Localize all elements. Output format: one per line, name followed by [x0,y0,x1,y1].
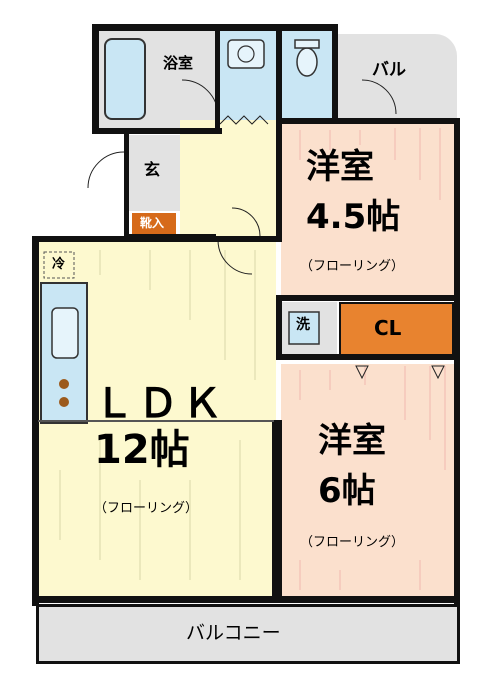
wall [124,132,129,238]
wall [32,236,280,242]
wall [32,596,460,603]
wall [272,420,282,598]
washer-box [288,311,320,345]
toilet-icon [296,47,318,77]
stove-burner-icon [59,379,69,389]
western-room-1-floor: （フローリング） [300,259,405,274]
western-room-2-floor: （フローリング） [300,535,405,550]
wall [276,295,458,301]
shoe-storage-label: 靴入 [140,216,165,230]
wall [276,354,458,360]
balcony-small-label: バル [372,60,406,80]
entrance-area [128,135,180,211]
shoe-storage-box [132,213,176,235]
western-room-2-name: 洋室 [318,421,386,461]
washer-label: 洗 [296,317,310,333]
wall [332,24,338,120]
balcony-label: バルコニー [186,622,281,644]
washbasin-icon [227,39,265,69]
refrigerator-label: 冷 [52,257,66,272]
wall [276,295,282,355]
wall [454,118,460,604]
wall [92,128,222,134]
western-room-1-area [281,122,454,298]
bathtub [104,38,146,120]
western-room-2-size: 6帖 [318,471,376,511]
ldk-floor: （フローリング） [94,501,199,516]
wall [276,24,282,124]
bath-label: 浴室 [163,54,194,72]
western-room-1-name: 洋室 [306,147,374,187]
wall [276,118,282,242]
wall [32,236,39,606]
ldk-name: ＬＤＫ [94,381,226,427]
refrigerator-box [43,251,75,279]
sink-icon [51,307,79,359]
closet-label: CL [374,316,402,340]
balcony-area [36,604,460,664]
hallway-area [180,120,278,240]
wall [276,118,458,124]
western-room-2-area [281,364,454,598]
wall [92,24,99,134]
stove-burner-icon [59,397,69,407]
ldk-size: 12帖 [94,427,190,473]
closet-box [339,302,454,358]
entrance-label: 玄 [144,160,161,179]
folding-door-icon [219,115,269,125]
wall [38,420,274,422]
western-room-1-size: 4.5帖 [306,197,401,237]
wall [215,24,220,134]
